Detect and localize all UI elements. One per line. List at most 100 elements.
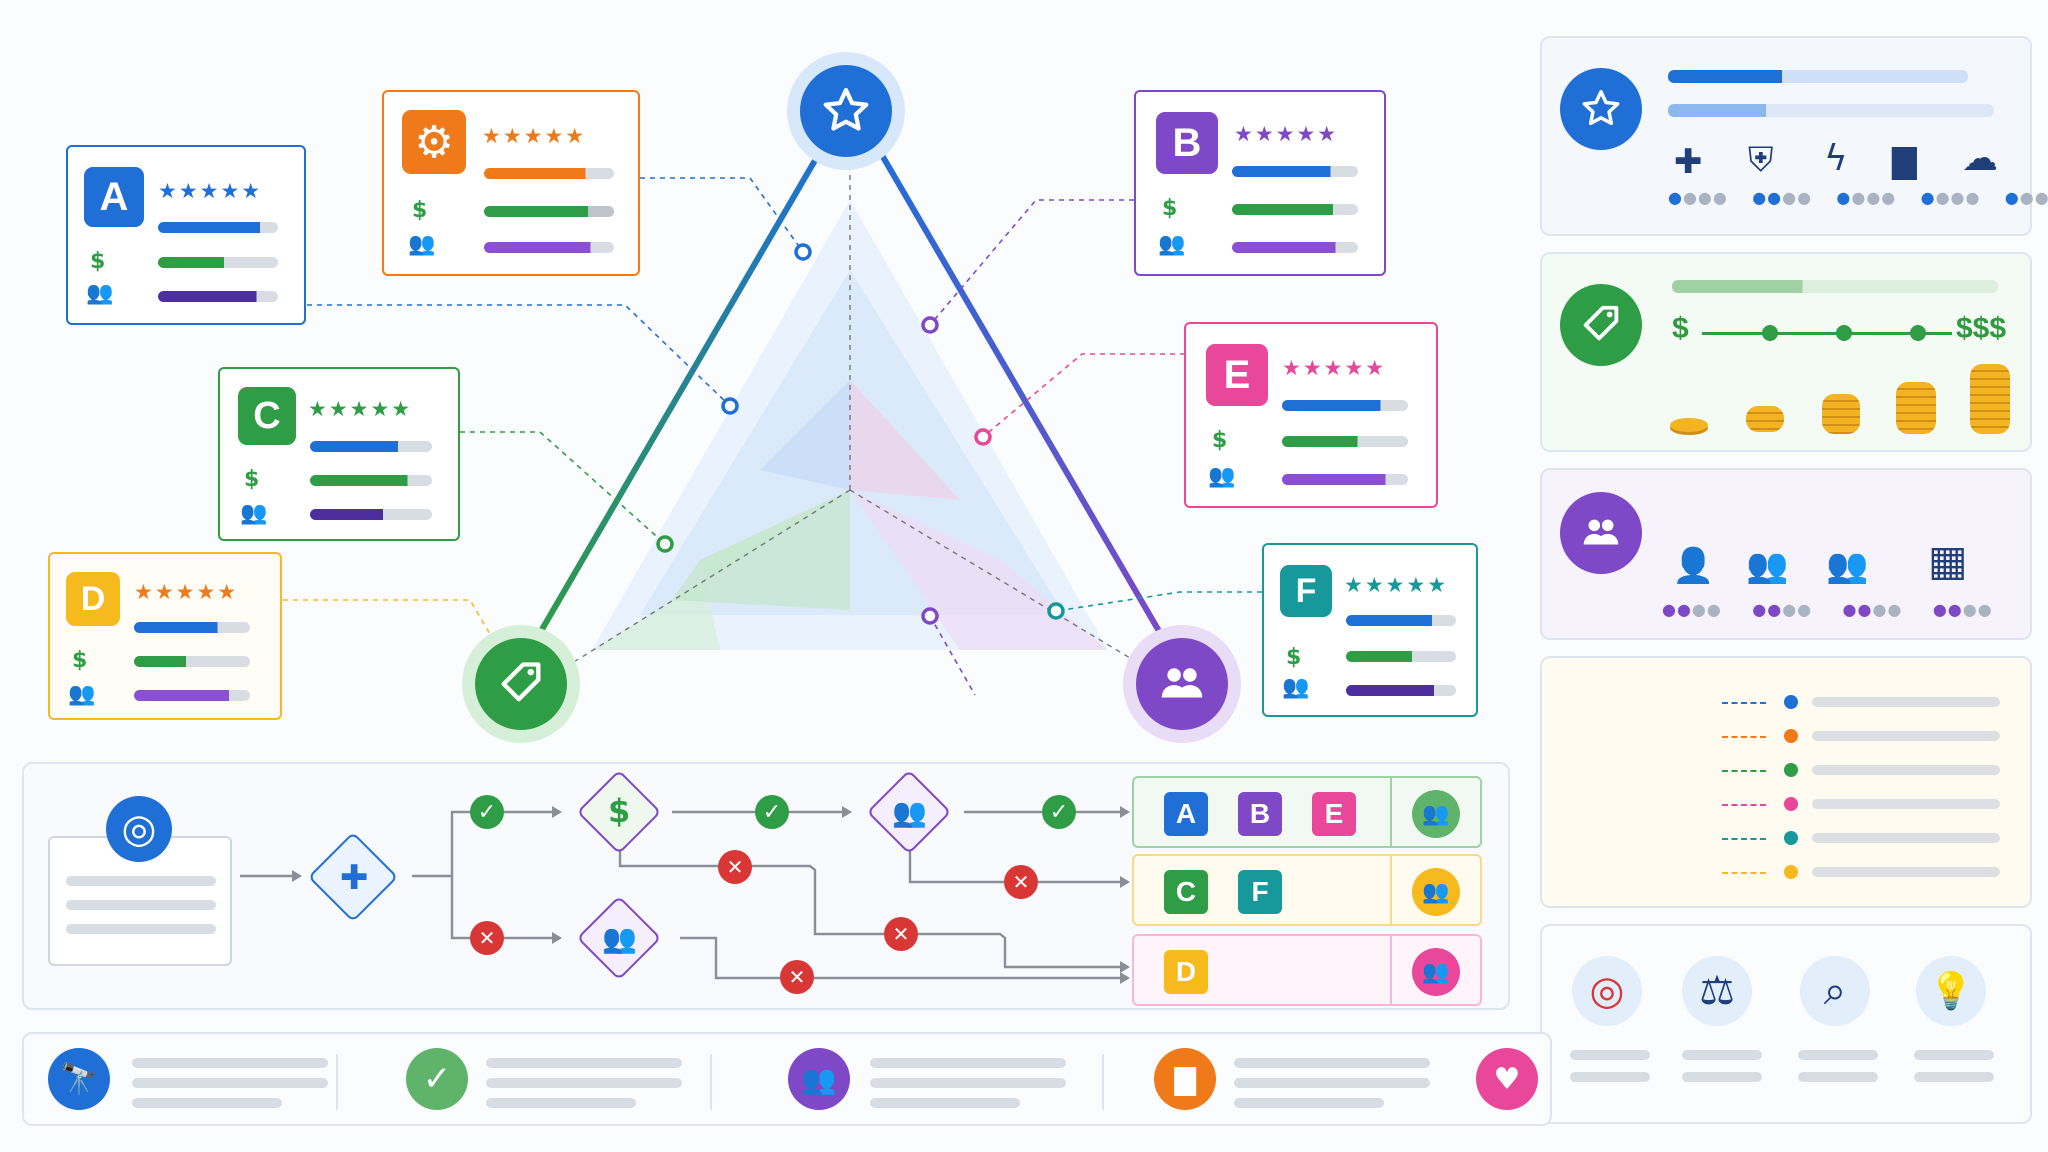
group-icon: 👥 <box>1826 546 1869 586</box>
legend-dot <box>1784 729 1798 743</box>
option-card-e[interactable]: E ★★★★★ $ 👥 <box>1184 322 1438 508</box>
price-scale-point <box>1762 325 1778 341</box>
vertex-quality[interactable] <box>787 52 905 170</box>
legend-dot <box>1784 865 1798 879</box>
price-symbol: $ <box>244 467 260 492</box>
vertex-group[interactable] <box>1123 625 1241 743</box>
cloud-icon: ☁ <box>1962 138 1998 179</box>
coin-stack-5 <box>1970 364 2010 434</box>
flow-connectors <box>240 810 1128 980</box>
people-icon: 👥 <box>892 796 927 829</box>
price-tag-icon <box>475 638 567 730</box>
gear-icon: ⚙ <box>402 110 466 174</box>
people-icon: 👥 <box>1412 948 1460 996</box>
cross-icon: ✕ <box>1004 865 1038 899</box>
legend-list <box>1722 694 2002 894</box>
outcome-letter: B <box>1238 792 1282 836</box>
option-card-a[interactable]: A ★★★★★ $ 👥 <box>66 145 306 325</box>
price-scale-point <box>1910 325 1926 341</box>
rating-stars: ★★★★★ <box>134 580 239 604</box>
outcome-letter: F <box>1238 870 1282 914</box>
people-icon: 👥 <box>1158 232 1186 257</box>
outcome-letter: C <box>1164 870 1208 914</box>
option-card-gear[interactable]: ⚙ ★★★★★ $ 👥 <box>382 90 640 276</box>
outcome-row-2[interactable]: C F 👥 <box>1132 854 1482 926</box>
search-icon: ⌕ <box>1800 956 1870 1026</box>
group-bar <box>310 509 432 520</box>
price-bar <box>134 656 250 667</box>
option-letter-badge: B <box>1156 112 1218 174</box>
people-icon <box>1136 638 1228 730</box>
group-bar <box>1232 242 1358 253</box>
bar-chart-icon: ▇ <box>1892 142 1917 180</box>
price-symbol: $ <box>1212 428 1228 453</box>
price-bar <box>310 475 432 486</box>
outcome-letter: E <box>1312 792 1356 836</box>
target-icon[interactable]: ◎ <box>106 796 172 862</box>
group-bar <box>1282 474 1408 485</box>
decision-price-icon: $ <box>608 792 631 830</box>
people-icon: 👥 <box>1282 675 1310 700</box>
group-bar <box>1346 685 1456 696</box>
people-icon: 👥 <box>602 922 637 955</box>
legend-panel-price: $ $$$ <box>1540 252 2032 452</box>
option-card-f[interactable]: F ★★★★★ $ 👥 <box>1262 543 1478 717</box>
flow-arrowheads <box>292 806 1130 984</box>
option-card-c[interactable]: C ★★★★★ $ 👥 <box>218 367 460 541</box>
price-bar <box>1282 436 1408 447</box>
puzzle-icon: ✚ <box>1674 142 1703 182</box>
check-icon: ✓ <box>470 795 504 829</box>
people-icon: 👥 <box>1412 790 1460 838</box>
outcome-row-1[interactable]: A B E 👥 <box>1132 776 1482 848</box>
rating-bar <box>484 168 614 179</box>
lightbulb-icon: 💡 <box>1916 956 1986 1026</box>
rating-stars: ★★★★★ <box>308 397 413 421</box>
rating-stars: ★★★★★ <box>1344 573 1449 597</box>
coin-stack-2 <box>1746 406 1784 432</box>
legend-dot <box>1784 763 1798 777</box>
price-scale-point <box>1836 325 1852 341</box>
outcome-row-3[interactable]: D 👥 <box>1132 934 1482 1006</box>
star-icon <box>1560 68 1642 150</box>
triangle-edges <box>527 135 1173 701</box>
group-bar <box>158 291 278 302</box>
bar-chart-icon: ▇ <box>1154 1048 1216 1110</box>
coin-stack-3 <box>1822 394 1860 434</box>
rating-bar <box>158 222 278 233</box>
option-card-b[interactable]: B ★★★★★ $ 👥 <box>1134 90 1386 276</box>
price-symbol: $ <box>412 198 428 223</box>
vertex-price[interactable] <box>462 625 580 743</box>
option-letter-badge: D <box>66 572 120 626</box>
scales-icon: ⚖ <box>1682 956 1752 1026</box>
rating-stars: ★★★★★ <box>1282 356 1387 380</box>
check-icon: ✓ <box>406 1048 468 1110</box>
option-letter-badge: F <box>1280 565 1332 617</box>
star-icon <box>800 65 892 157</box>
people-icon: 👥 <box>408 232 436 257</box>
price-scale-bar <box>1672 280 1998 293</box>
people-icon <box>1560 492 1642 574</box>
rating-bar <box>1346 615 1456 626</box>
price-scale-line <box>1702 332 1952 335</box>
rating-stars: ★★★★★ <box>158 179 263 203</box>
rating-bar <box>1232 166 1358 177</box>
people-icon: 👥 <box>788 1048 850 1110</box>
rating-bar <box>310 441 432 452</box>
building-icon: ▦ <box>1928 536 1968 585</box>
pair-icon: 👥 <box>1746 546 1789 586</box>
puzzle-icon: ✚ <box>340 858 369 898</box>
price-bar <box>158 257 278 268</box>
cross-icon: ✕ <box>718 850 752 884</box>
target-icon: ◎ <box>1572 956 1642 1026</box>
check-icon: ✓ <box>755 795 789 829</box>
price-high-label: $$$ <box>1956 312 2007 345</box>
card-connectors <box>283 177 1262 696</box>
triangle-guides <box>544 125 1151 681</box>
price-bar <box>1346 651 1456 662</box>
option-card-d[interactable]: D ★★★★★ $ 👥 <box>48 552 282 720</box>
coin-stack-4 <box>1896 382 1936 434</box>
price-tag-icon <box>1560 284 1642 366</box>
people-icon: 👥 <box>1208 464 1236 489</box>
shield-icon: ⛨ <box>1748 140 1774 180</box>
